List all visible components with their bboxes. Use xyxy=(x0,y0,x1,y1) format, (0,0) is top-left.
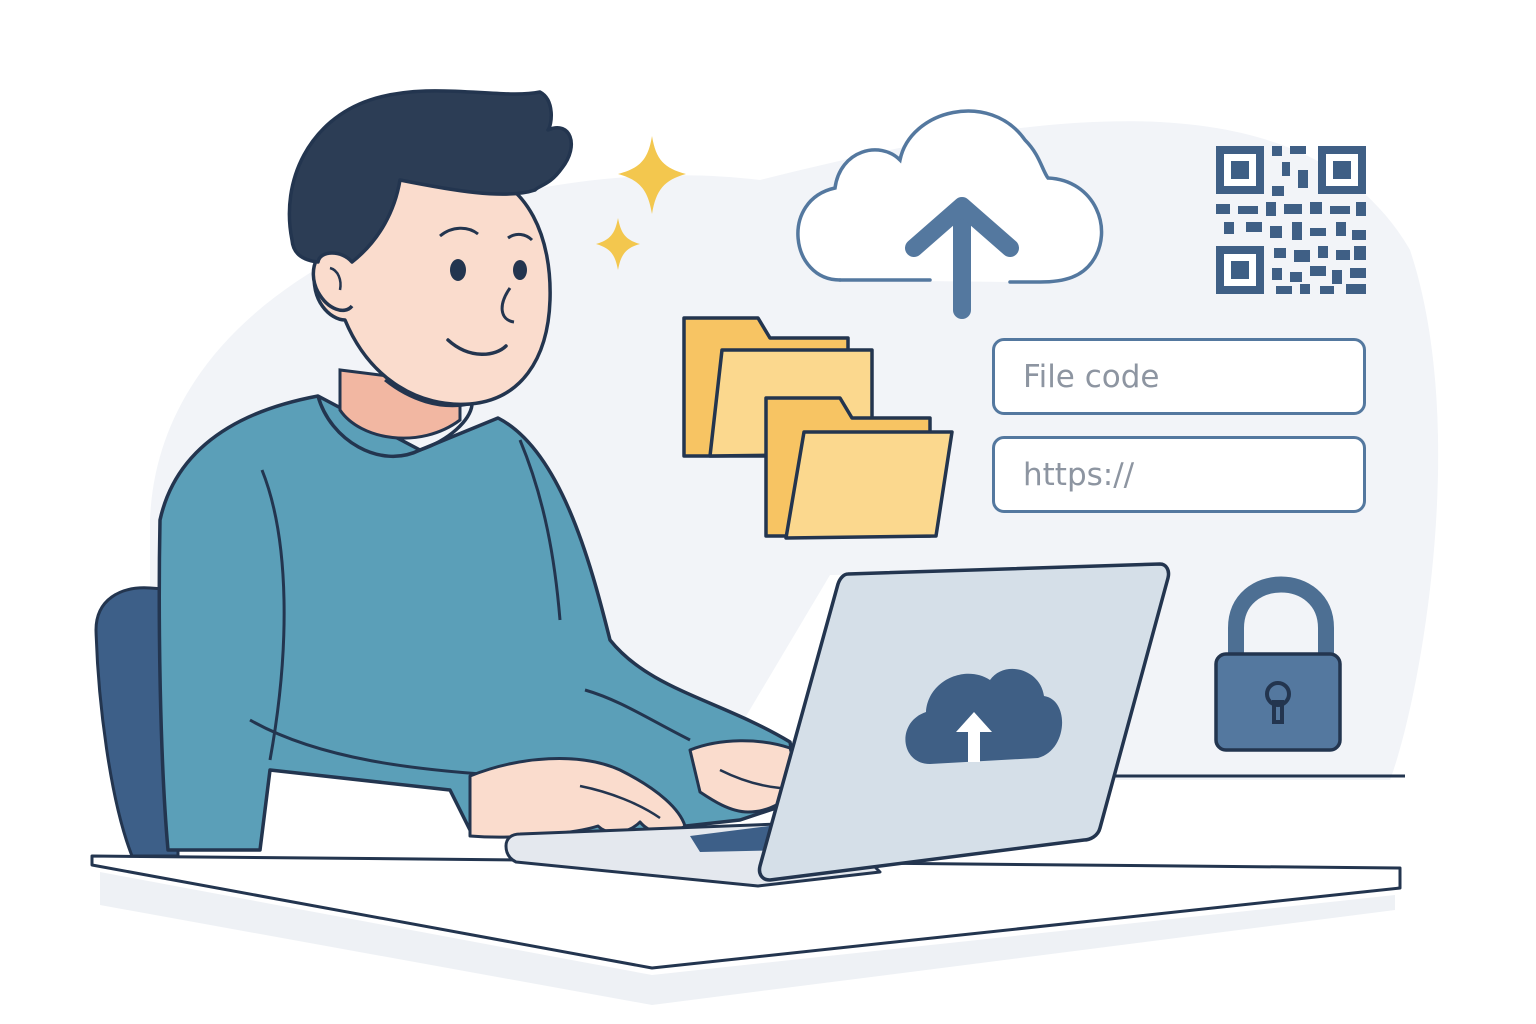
url-field[interactable]: https:// xyxy=(992,436,1366,513)
qr-code-icon xyxy=(1216,146,1366,294)
file-code-field[interactable]: File code xyxy=(992,338,1366,415)
folder-icon xyxy=(764,396,954,540)
chair xyxy=(94,586,180,858)
desk-front-shadow xyxy=(100,872,1395,1005)
lock-icon xyxy=(1214,576,1342,752)
left-eye xyxy=(450,259,466,281)
sparkle-icon xyxy=(618,136,686,214)
laptop xyxy=(504,562,1171,888)
right-eye xyxy=(513,260,527,280)
person xyxy=(157,89,802,852)
mouth xyxy=(446,338,508,356)
sparkle-icon xyxy=(596,218,640,270)
desk-top xyxy=(90,854,1402,970)
sweater xyxy=(157,394,802,852)
hair xyxy=(287,89,574,264)
laptop-cloud-upload-icon xyxy=(905,668,1063,764)
cloud-upload-icon xyxy=(796,109,1104,319)
